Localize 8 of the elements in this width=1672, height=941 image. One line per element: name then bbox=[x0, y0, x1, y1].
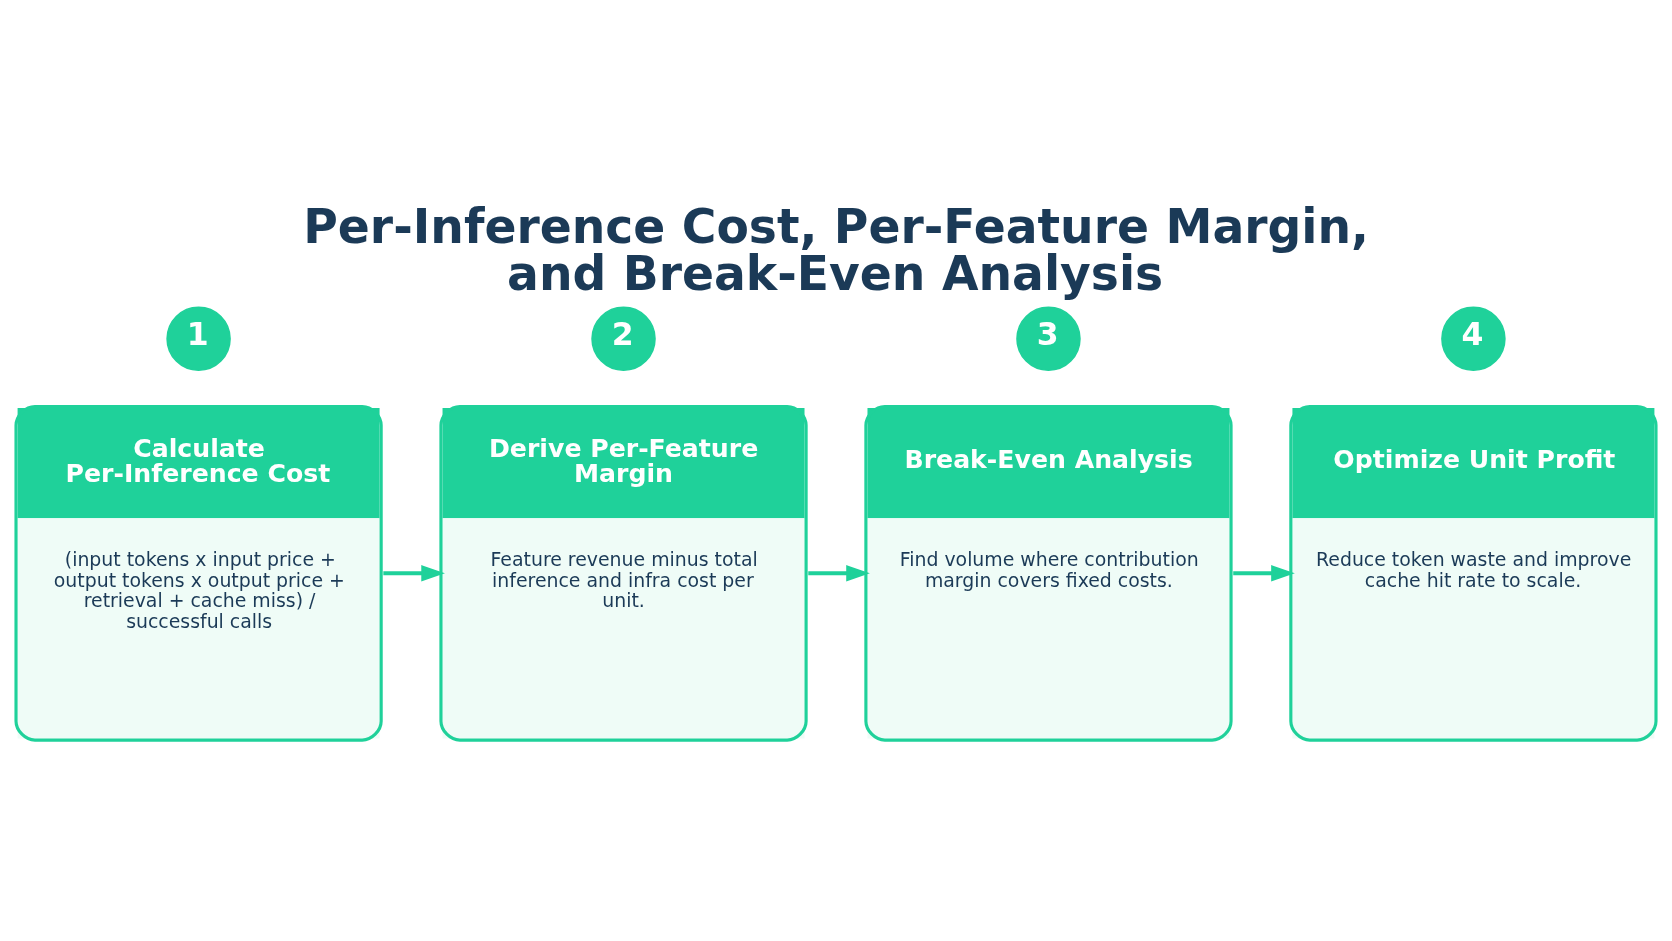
node-circle: 1 bbox=[166, 306, 231, 371]
diagram-title: Per-Inference Cost, Per-Feature Margin, and Break-Even Analysis bbox=[303, 198, 1370, 301]
arrow bbox=[808, 564, 870, 582]
node-circle: 4 bbox=[1441, 306, 1506, 371]
arrow bbox=[383, 564, 445, 582]
arrow bbox=[1233, 564, 1295, 582]
node-circle: 2 bbox=[591, 306, 656, 371]
node-circle: 3 bbox=[1016, 306, 1081, 371]
